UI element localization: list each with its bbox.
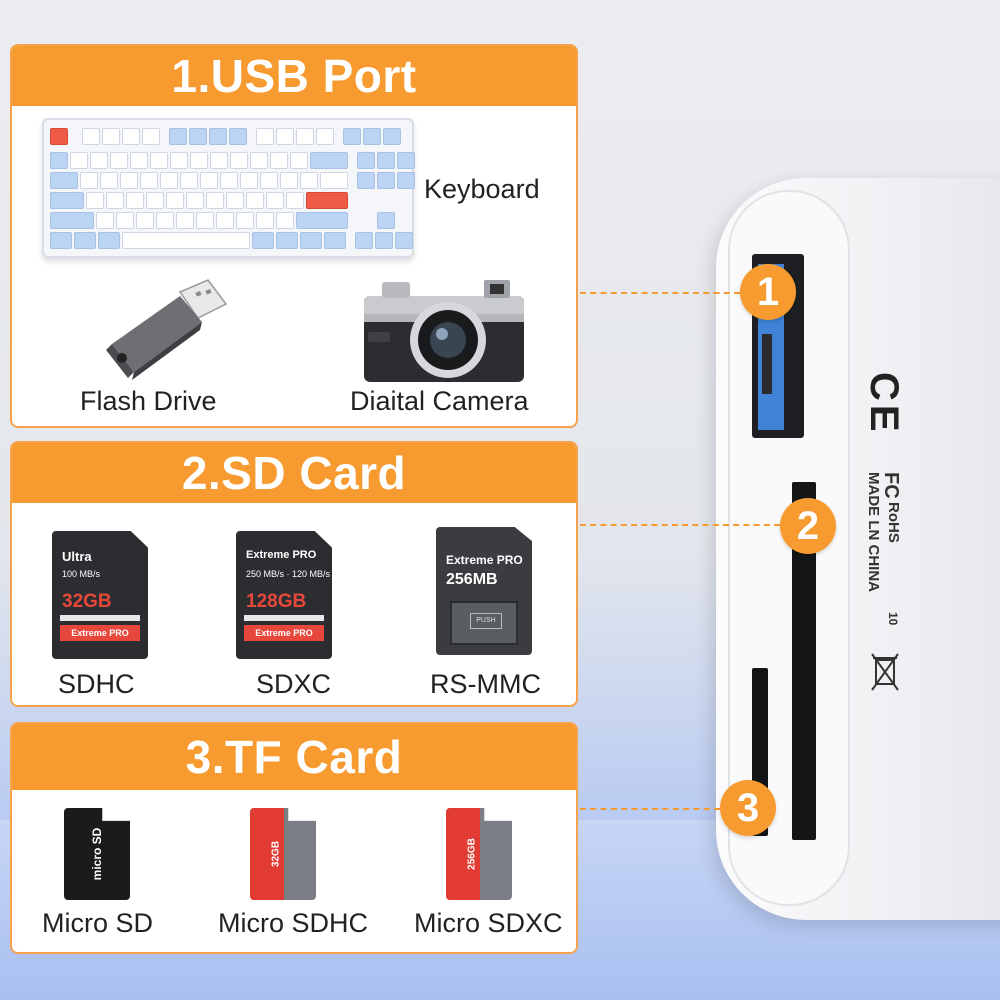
sdhc-label: SDHC (58, 669, 135, 699)
sdhc-card-icon: Ultra 100 MB/s 32GB Extreme PRO (52, 531, 148, 659)
connector-line-1 (580, 292, 740, 294)
sd-card-panel: 2.SD Card Ultra 100 MB/s 32GB Extreme PR… (10, 441, 578, 707)
rs-mmc-card-icon: Extreme PRO 256MB PUSH (436, 527, 532, 655)
micro-sd-card-icon: micro SD (64, 808, 130, 900)
sdxc-card-icon: Extreme PRO 250 MB/s · 120 MB/s 128GB Ex… (236, 531, 332, 659)
connector-line-3 (580, 808, 720, 810)
recycle-mark: 10 (886, 612, 900, 626)
camera-icon (364, 280, 524, 382)
certification-marks: CE FC RoHS MADE LN CHINA 10 (862, 372, 906, 702)
micro-sdxc-label: Micro SDXC (414, 908, 563, 938)
flash-drive-icon (106, 279, 228, 380)
rohs-mark: RoHS (885, 502, 902, 543)
micro-sd-label: Micro SD (42, 908, 154, 938)
port-badge-2: 2 (780, 498, 836, 554)
tf-card-title: 3.TF Card (12, 724, 576, 790)
ce-mark: CE (862, 372, 906, 436)
micro-sdxc-card-icon: 256GB (446, 808, 512, 900)
micro-sdhc-card-icon: 32GB (250, 808, 316, 900)
made-in-text: MADE LN CHINA (865, 472, 882, 592)
keyboard-label: Keyboard (424, 174, 540, 204)
sd-card-title: 2.SD Card (12, 443, 576, 503)
camera-label: Diaital Camera (350, 386, 529, 416)
rs-mmc-label: RS-MMC (430, 669, 541, 699)
connector-line-2 (580, 524, 780, 526)
weee-bin-icon (871, 653, 899, 691)
micro-sdhc-label: Micro SDHC (218, 908, 369, 938)
tf-card-panel: 3.TF Card micro SD Micro SD 32GB Micro S… (10, 722, 578, 954)
port-badge-1: 1 (740, 264, 796, 320)
usb-port-title: 1.USB Port (12, 46, 576, 106)
keyboard-icon (42, 118, 415, 258)
port-badge-3: 3 (720, 780, 776, 836)
fc-mark: FC (880, 472, 902, 499)
usb-port-panel: 1.USB Port (10, 44, 578, 428)
flash-drive-label: Flash Drive (80, 386, 217, 416)
sdxc-label: SDXC (256, 669, 332, 699)
